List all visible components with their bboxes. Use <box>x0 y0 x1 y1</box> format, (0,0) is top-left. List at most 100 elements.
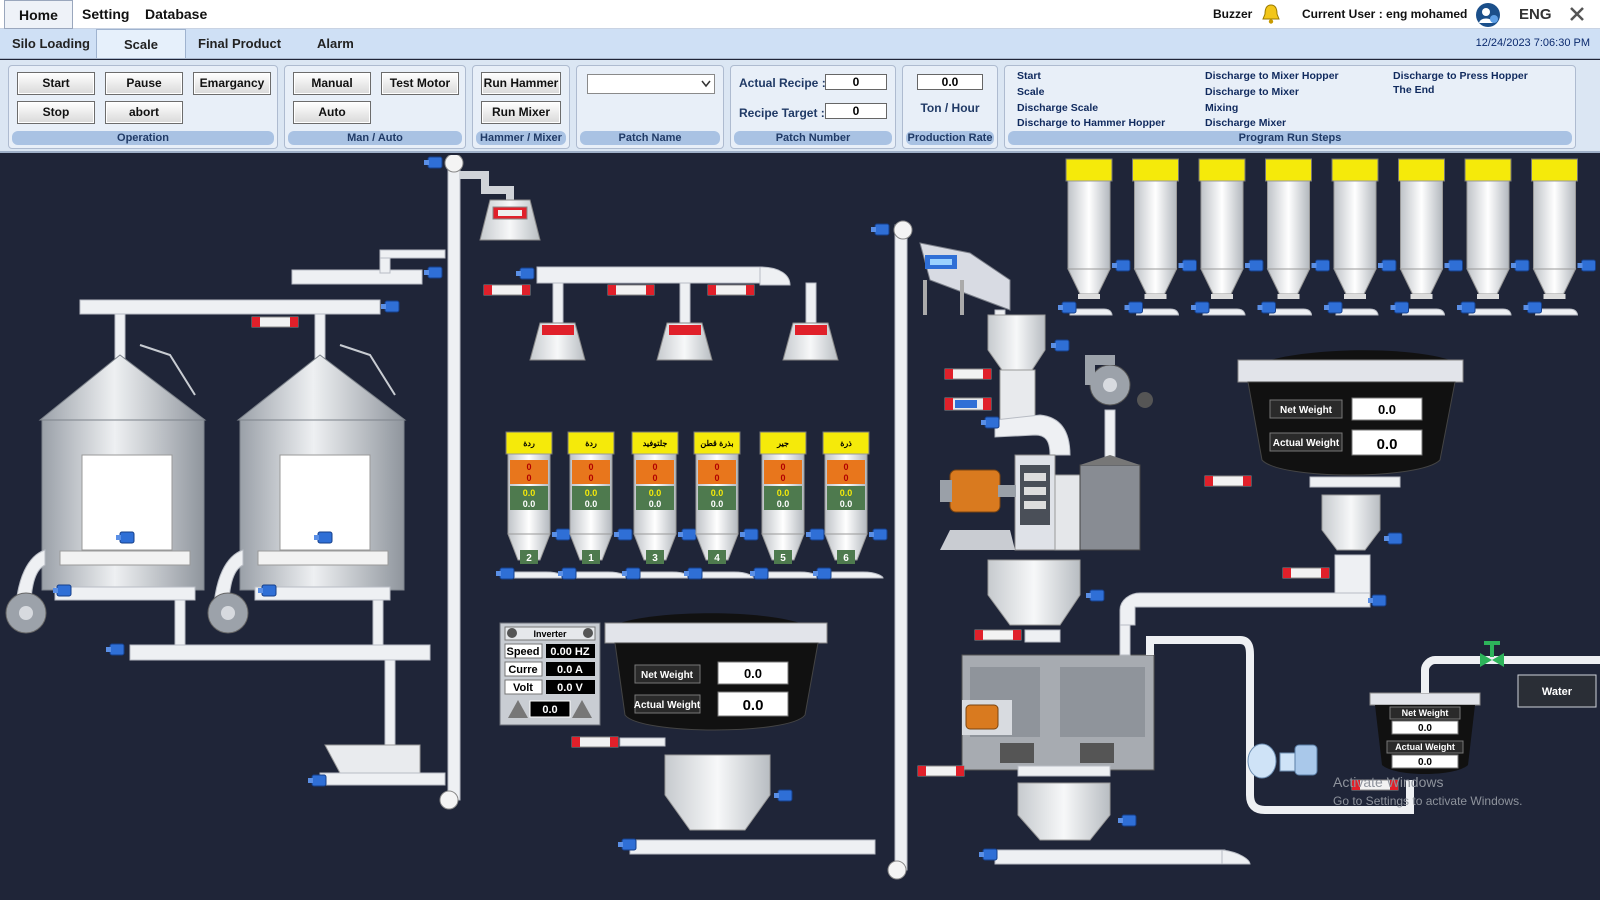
water-valve[interactable] <box>1480 641 1504 667</box>
distributor-1[interactable] <box>529 282 586 361</box>
menu-bar: Home Setting Database Buzzer Current Use… <box>0 0 1600 29</box>
user-avatar-icon[interactable] <box>1475 2 1501 28</box>
close-icon[interactable] <box>1569 6 1585 22</box>
patch-name-select[interactable] <box>587 74 715 94</box>
run-hammer-button[interactable]: Run Hammer <box>481 72 561 95</box>
premix-screw-motor-icon[interactable] <box>1057 301 1077 314</box>
tab-bar: Silo Loading Scale Final Product Alarm 1… <box>0 29 1600 59</box>
hammer-mill[interactable] <box>940 454 1081 551</box>
bin-feeder-motor-icon[interactable] <box>677 528 697 541</box>
test-motor-button[interactable]: Test Motor <box>381 72 459 95</box>
liquid-pump[interactable] <box>1247 743 1318 779</box>
premix-bin[interactable] <box>1190 158 1264 316</box>
bin-value-3: 0.0 <box>649 488 662 498</box>
recipe-target-input[interactable]: 0 <box>825 103 887 119</box>
bin-feeder-motor-icon[interactable] <box>868 528 888 541</box>
premix-screw-motor-icon[interactable] <box>1323 301 1343 314</box>
premix-feeder-motor-icon[interactable] <box>1444 259 1463 272</box>
main-scale[interactable]: Net Weight 0.0 Actual Weight 0.0 <box>604 613 828 731</box>
manual-button[interactable]: Manual <box>293 72 371 95</box>
volt-value: 0.0 V <box>557 682 583 694</box>
premix-bin[interactable] <box>1523 158 1596 316</box>
bin-feeder-motor-icon[interactable] <box>613 528 633 541</box>
menu-setting[interactable]: Setting <box>82 6 130 22</box>
premix-bin[interactable] <box>1456 158 1530 316</box>
bin-value-4: 0.0 <box>649 499 662 509</box>
patch-name-group: Patch Name <box>576 65 724 149</box>
emergency-button[interactable]: Emargancy <box>193 72 271 95</box>
premix-bin[interactable] <box>1323 158 1397 316</box>
pause-button[interactable]: Pause <box>105 72 183 95</box>
mixer[interactable] <box>961 654 1155 771</box>
distributor-3[interactable] <box>782 282 839 361</box>
current-label: Curre <box>508 664 537 676</box>
bin-value-4: 0.0 <box>585 499 598 509</box>
speed-label: Speed <box>506 646 539 658</box>
premix-feeder-motor-icon[interactable] <box>1577 259 1596 272</box>
operation-label: Operation <box>12 131 274 145</box>
auto-button[interactable]: Auto <box>293 101 371 124</box>
menu-database[interactable]: Database <box>145 6 208 22</box>
program-steps-label: Program Run Steps <box>1008 131 1572 145</box>
distributor-top[interactable] <box>479 199 541 241</box>
premix-feeder-motor-icon[interactable] <box>1111 259 1131 272</box>
bucket-elevator-left[interactable] <box>447 159 461 801</box>
tab-alarm[interactable]: Alarm <box>317 36 354 51</box>
inverter-title: Inverter <box>533 629 567 639</box>
bucket-elevator-right[interactable] <box>894 224 908 871</box>
premix-feeder-motor-icon[interactable] <box>1377 259 1397 272</box>
stop-button[interactable]: Stop <box>17 101 95 124</box>
production-rate-value: 0.0 <box>917 74 983 90</box>
tab-silo-loading[interactable]: Silo Loading <box>12 36 90 51</box>
premix-feeder-motor-icon[interactable] <box>1178 259 1197 272</box>
menu-home[interactable]: Home <box>4 0 73 29</box>
premix-feeder-motor-icon[interactable] <box>1244 259 1264 272</box>
abort-button[interactable]: abort <box>105 101 183 124</box>
arrow-up-icon[interactable] <box>572 700 592 718</box>
premix-screw-motor-icon[interactable] <box>1456 301 1476 314</box>
patch-name-label: Patch Name <box>580 131 720 145</box>
bin-feeder-motor-icon[interactable] <box>805 528 825 541</box>
bin-value-2: 0 <box>652 473 657 483</box>
water-label[interactable]: Water <box>1542 686 1573 698</box>
premix-bin[interactable] <box>1124 158 1197 316</box>
liquid-scale[interactable]: Net Weight 0.0 Actual Weight 0.0 <box>1369 692 1481 774</box>
premix-bin[interactable] <box>1390 158 1463 316</box>
step-item: The End <box>1393 84 1435 96</box>
bell-icon[interactable] <box>1260 3 1282 25</box>
bin-value-3: 0.0 <box>585 488 598 498</box>
inverter-setpoint[interactable]: 0.0 <box>542 704 557 716</box>
premix-screw-motor-icon[interactable] <box>1523 301 1542 314</box>
right-scale[interactable]: Net Weight 0.0 Actual Weight 0.0 <box>1237 350 1464 476</box>
premix-bin[interactable] <box>1057 158 1131 316</box>
silo-left-1[interactable] <box>38 299 381 591</box>
inverter-panel[interactable]: Inverter Speed 0.00 HZ Curre 0.0 A Volt … <box>499 622 601 726</box>
tab-final-product[interactable]: Final Product <box>198 36 282 51</box>
silo-left-2[interactable] <box>236 269 423 591</box>
bin-feeder-motor-icon[interactable] <box>551 528 571 541</box>
language-toggle[interactable]: ENG <box>1519 6 1552 23</box>
control-toolbar: Start Pause Emargancy Stop abort Operati… <box>0 60 1600 153</box>
premix-feeder-motor-icon[interactable] <box>1311 259 1330 272</box>
run-mixer-button[interactable]: Run Mixer <box>481 101 561 124</box>
bin-value-4: 0.0 <box>777 499 790 509</box>
screw-conveyor-motor-icon[interactable] <box>495 567 515 580</box>
distributor-2[interactable] <box>656 282 713 361</box>
premix-screw-motor-icon[interactable] <box>1390 301 1409 314</box>
screener[interactable] <box>919 242 1011 315</box>
premix-screw-motor-icon[interactable] <box>1124 301 1143 314</box>
premix-screw-motor-icon[interactable] <box>1190 301 1210 314</box>
premix-screw-motor-icon[interactable] <box>1257 301 1276 314</box>
arrow-down-icon[interactable] <box>508 700 528 718</box>
bin-feeder-motor-icon[interactable] <box>739 528 759 541</box>
start-button[interactable]: Start <box>17 72 95 95</box>
premix-feeder-motor-icon[interactable] <box>1510 259 1530 272</box>
premix-bin[interactable] <box>1257 158 1330 316</box>
tab-scale[interactable]: Scale <box>96 29 186 58</box>
